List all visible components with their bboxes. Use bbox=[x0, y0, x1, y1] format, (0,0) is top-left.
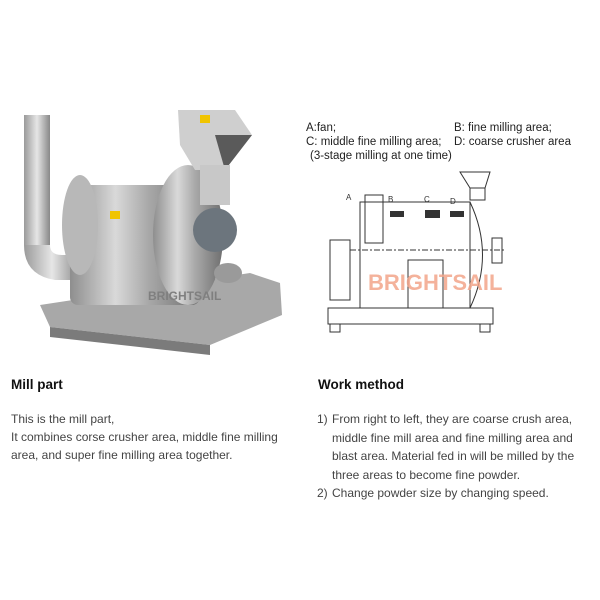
legend-b: B: fine milling area; bbox=[454, 122, 552, 134]
item-text: From right to left, they are coarse crus… bbox=[332, 412, 575, 482]
mill-photo: BRIGHTSAIL bbox=[24, 110, 282, 355]
legend-c: C: middle fine milling area; bbox=[306, 136, 442, 148]
legend-d: D: coarse crusher area bbox=[454, 136, 571, 148]
legend-a: A:fan; bbox=[306, 122, 337, 134]
diagram-label-b: B bbox=[388, 195, 393, 204]
diagram-label-a: A bbox=[346, 193, 352, 202]
mill-diagram: A B C D BRIGHTSAIL bbox=[327, 171, 505, 333]
mill-part-line: It combines corse crusher area, middle f… bbox=[11, 430, 278, 462]
mill-part-description: This is the mill part, It combines corse… bbox=[11, 410, 296, 464]
mill-part-heading: Mill part bbox=[11, 377, 63, 392]
work-method-item: 1) From right to left, they are coarse c… bbox=[317, 410, 597, 484]
diagram-legend: A:fan; B: fine milling area; C: middle f… bbox=[306, 121, 596, 163]
work-method-heading: Work method bbox=[318, 377, 405, 392]
item-number: 2) bbox=[317, 486, 328, 500]
photo-watermark: BRIGHTSAIL bbox=[148, 289, 221, 303]
work-method-item: 2) Change powder size by changing speed. bbox=[317, 484, 597, 503]
diagram-watermark: BRIGHTSAIL bbox=[368, 270, 502, 295]
item-number: 1) bbox=[317, 412, 328, 426]
item-text: Change powder size by changing speed. bbox=[332, 486, 549, 500]
diagram-label-c: C bbox=[424, 195, 430, 204]
work-method-list: 1) From right to left, they are coarse c… bbox=[317, 410, 597, 503]
mill-part-line: This is the mill part, bbox=[11, 412, 115, 426]
diagram-label-d: D bbox=[450, 197, 456, 206]
legend-note: (3-stage milling at one time) bbox=[310, 150, 452, 162]
